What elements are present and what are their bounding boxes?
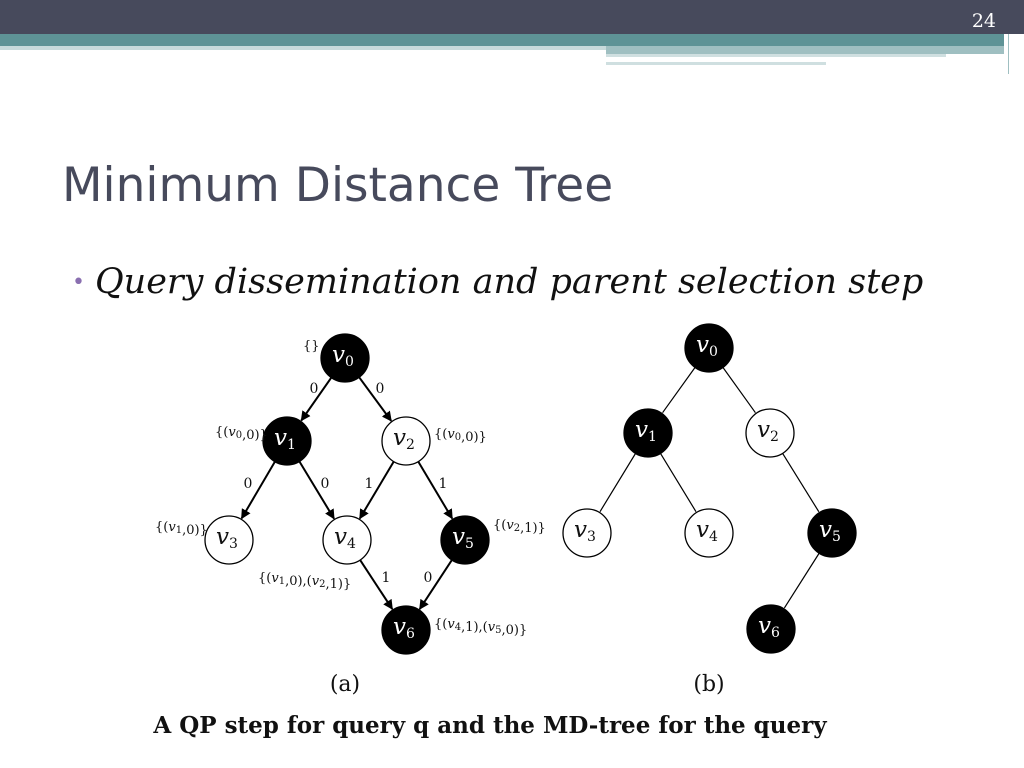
node-v2	[381, 416, 431, 466]
node-v1	[262, 416, 312, 466]
header-line-1	[606, 54, 946, 57]
node-label-v0: v0	[332, 342, 354, 370]
node-annotation-v0: {}	[303, 339, 320, 354]
edge-v4-v6	[359, 559, 394, 610]
node-annotation-v3: {(v1,0)}	[155, 520, 208, 538]
node-label-v5: v5	[819, 517, 841, 545]
edge-label-v5-v6: 0	[424, 570, 433, 586]
node-annotation-v5: {(v2,1)}	[493, 518, 546, 536]
edge-v1-v4	[659, 453, 697, 512]
node-v5	[440, 515, 490, 565]
node-v1	[623, 408, 673, 458]
figure-caption: A QP step for query q and the MD-tree fo…	[153, 712, 827, 739]
node-v3	[562, 508, 612, 558]
node-v4	[322, 515, 372, 565]
header-stripe-right	[606, 46, 1004, 54]
node-label-v2: v2	[393, 425, 415, 453]
panel-label-b: (b)	[693, 672, 724, 697]
edge-label-v4-v6: 1	[382, 570, 391, 586]
node-label-v6: v6	[393, 614, 415, 642]
node-v5	[807, 508, 857, 558]
edge-label-v0-v1: 0	[310, 381, 319, 397]
slide-number: 24	[971, 10, 996, 32]
node-v2	[745, 408, 795, 458]
edge-label-v2-v4: 1	[365, 476, 374, 492]
node-label-v1: v1	[635, 417, 657, 445]
node-label-v4: v4	[696, 517, 718, 545]
edge-label-v2-v5: 1	[439, 476, 448, 492]
edge-label-v0-v2: 0	[376, 381, 385, 397]
node-annotation-v6: {(v4,1),(v5,0)}	[434, 617, 527, 638]
bullet-text: Query dissemination and parent selection…	[94, 262, 924, 302]
edge-v2-v5	[417, 461, 454, 520]
node-label-v0: v0	[696, 332, 718, 360]
edge-v0-v2	[722, 367, 756, 414]
node-label-v3: v3	[574, 517, 596, 545]
header-bar-dark	[0, 0, 1024, 34]
edge-v5-v6	[418, 559, 453, 610]
node-annotation-v1: {(v0,0)}	[215, 425, 268, 443]
node-v0	[684, 323, 734, 373]
diagram-a: 0 0 0 0 1 1 1 0 v0 {} v1 {(v0,0)} v2 {(v0,0)} v3 {(v1,0…	[155, 333, 546, 697]
node-label-v2: v2	[757, 417, 779, 445]
header-line-2	[606, 62, 826, 65]
edge-v2-v4	[358, 461, 395, 520]
node-label-v1: v1	[274, 425, 296, 453]
node-v3	[204, 515, 254, 565]
edge-v2-v5	[782, 453, 820, 513]
header-bar-teal	[0, 34, 1004, 46]
edge-v1-v3	[240, 461, 276, 520]
bullet-item: • Query dissemination and parent selectio…	[72, 262, 923, 302]
slide-title: Minimum Distance Tree	[62, 158, 614, 213]
panel-label-a: (a)	[330, 672, 360, 697]
node-annotation-v2: {(v0,0)}	[434, 427, 487, 445]
node-v6	[381, 605, 431, 655]
edge-v1-v4	[298, 461, 335, 520]
edge-v1-v3	[599, 453, 637, 512]
node-v4	[684, 508, 734, 558]
node-label-v4: v4	[334, 524, 356, 552]
node-v6	[746, 604, 796, 654]
edge-v5-v6	[783, 552, 820, 609]
node-label-v5: v5	[452, 524, 474, 552]
header-stripe-left	[0, 46, 606, 50]
node-annotation-v4: {(v1,0),(v2,1)}	[258, 571, 351, 592]
edge-label-v1-v3: 0	[244, 476, 253, 492]
header-corner-line	[1008, 34, 1009, 74]
edge-v0-v2	[358, 376, 393, 422]
edge-label-v1-v4: 0	[321, 476, 330, 492]
node-v0	[320, 333, 370, 383]
node-label-v6: v6	[758, 613, 780, 641]
bullet-marker: •	[72, 269, 85, 295]
diagram-b: v0 v1 v2 v3 v4 v5 v6 (b)	[562, 323, 857, 697]
node-label-v3: v3	[216, 524, 238, 552]
edge-v0-v1	[662, 367, 696, 414]
edge-v0-v1	[300, 377, 333, 422]
